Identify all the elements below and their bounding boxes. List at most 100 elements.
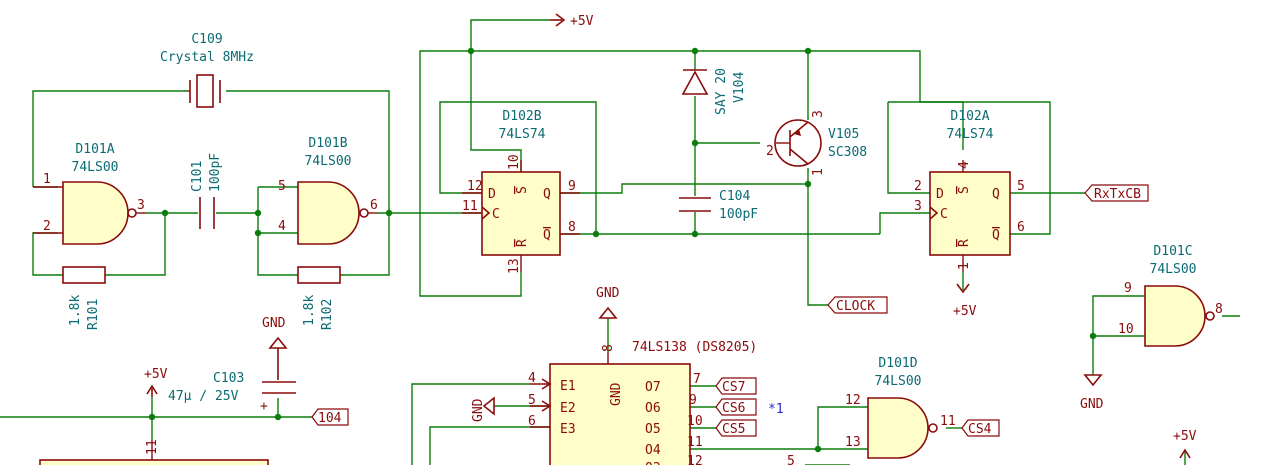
- v105-ref: V105: [828, 127, 859, 142]
- capacitor-c104: C104 100pF: [679, 189, 758, 222]
- pin-name-c: C: [940, 207, 948, 222]
- ic-stub-bottom-left: 11: [39, 439, 269, 465]
- pin-label: 2: [766, 144, 774, 159]
- pin-label: 8: [1215, 302, 1223, 317]
- flipflop-d102a: D102A 74LS74 D C S R Q Q 2 3 4 1 5 6: [914, 109, 1025, 272]
- pin-name-o4: O4: [645, 443, 661, 458]
- pin-label: 6: [1017, 220, 1025, 235]
- pin-label: 5: [278, 179, 286, 194]
- pin-name-qbar: Q: [543, 228, 551, 243]
- d101a-ref: D101A: [75, 142, 114, 157]
- pin-name-e1: E1: [560, 379, 576, 394]
- gate-d101d: D101D 74LS00 12 13 11: [845, 356, 956, 459]
- vcc-label-top: +5V: [570, 14, 594, 29]
- c101-value: 100pF: [208, 153, 223, 192]
- d102b-ref: D102B: [502, 109, 541, 124]
- c103-ref: C103: [213, 371, 244, 386]
- pin-label: 12: [467, 179, 483, 194]
- c101-ref: C101: [190, 161, 205, 192]
- c104-value: 100pF: [719, 207, 758, 222]
- wires: [0, 19, 1240, 465]
- pin-label: 5: [787, 454, 795, 465]
- pin-label: 4: [957, 161, 972, 169]
- pin-name-c: C: [492, 207, 500, 222]
- pin-name-q: Q: [992, 187, 1000, 202]
- v104-value: V104: [732, 72, 747, 103]
- vcc-label-c103: +5V: [144, 367, 168, 382]
- pin-name-o3: O3: [645, 461, 661, 465]
- pin-name-r: R: [957, 239, 972, 247]
- c109-ref: C109: [191, 32, 222, 47]
- junction-dots: [148, 47, 1097, 453]
- pin-label: 4: [528, 371, 536, 386]
- d101b-value: 74LS00: [305, 154, 352, 169]
- d102b-value: 74LS74: [499, 127, 546, 142]
- pin-label: 12: [845, 393, 861, 408]
- r102-ref: 1.8k: [302, 295, 317, 326]
- c103-value: 47µ / 25V: [168, 389, 239, 404]
- pin-label: 6: [528, 414, 536, 429]
- pin-label: 13: [507, 258, 522, 274]
- pin-name-e3: E3: [560, 422, 576, 437]
- resistor-r101: 1.8k R101: [62, 266, 106, 330]
- gate-d101a: D101A 74LS00 1 2 3: [33, 142, 146, 245]
- d101a-value: 74LS00: [72, 160, 119, 175]
- d101d-value: 74LS00: [875, 374, 922, 389]
- decoder-74ls138: 74LS138 (DS8205) E1 E2 E3 GND O7 O6 O5 O…: [528, 340, 795, 465]
- pin-name-e2: E2: [560, 401, 576, 416]
- pin-name-qbar: Q: [992, 228, 1000, 243]
- pin-label: 11: [687, 435, 703, 450]
- vcc-label-bottom-right: +5V: [1173, 429, 1197, 444]
- pin-label: 3: [811, 110, 826, 118]
- r101-value: R101: [86, 299, 101, 330]
- pin-label: 1: [43, 172, 51, 187]
- gnd-label-decoder: GND: [596, 286, 620, 301]
- pin-label: 5: [1017, 179, 1025, 194]
- pin-name-o5: O5: [645, 422, 661, 437]
- pin-name-o7: O7: [645, 380, 661, 395]
- decoder-title: 74LS138 (DS8205): [632, 340, 757, 355]
- net-cs5: CS5: [722, 422, 745, 437]
- c104-ref: C104: [719, 189, 750, 204]
- d101d-ref: D101D: [878, 356, 917, 371]
- capacitor-c101: C101 100pF: [190, 153, 223, 229]
- pin-label: 13: [845, 435, 861, 450]
- pin-label: 11: [940, 414, 956, 429]
- svg-text:+: +: [260, 399, 268, 414]
- gnd-label-c103: GND: [262, 316, 286, 331]
- net-104: 104: [318, 411, 342, 426]
- pin-name-s: S: [515, 186, 530, 194]
- net-clock: CLOCK: [836, 299, 875, 314]
- transistor-v105: 2 3 1 V105 SC308: [766, 110, 867, 176]
- net-cs6: CS6: [722, 401, 745, 416]
- power-symbols: +5V +5V GND GND +5V GND GND +5V: [144, 13, 1197, 459]
- capacitor-c103: + C103 47µ / 25V: [168, 360, 296, 414]
- d102a-ref: D102A: [950, 109, 989, 124]
- pin-label: 6: [370, 198, 378, 213]
- gnd-label-e2: GND: [471, 398, 486, 422]
- c109-value: Crystal 8MHz: [160, 50, 254, 65]
- pin-label: 10: [507, 154, 522, 170]
- d102a-value: 74LS74: [947, 127, 994, 142]
- d101b-ref: D101B: [308, 136, 347, 151]
- r102-value: R102: [320, 299, 335, 330]
- pin-name-d: D: [488, 187, 496, 202]
- pin-label: 11: [462, 199, 478, 214]
- v104-ref: SAY 20: [714, 68, 729, 115]
- pin-label: 9: [568, 179, 576, 194]
- pin-label: 9: [689, 393, 697, 408]
- pin-label: 3: [914, 199, 922, 214]
- resistor-r102: 1.8k R102: [297, 266, 341, 330]
- pin-label: 2: [43, 219, 51, 234]
- gate-d101c: D101C 74LS00 9 10 8: [1118, 244, 1223, 347]
- pin-label: 10: [1118, 322, 1134, 337]
- pin-label: 12: [687, 454, 703, 465]
- pin-name-o6: O6: [645, 401, 661, 416]
- flipflop-d102b: D102B 74LS74 D C S R Q Q 12 11 10 13 9 8: [462, 109, 580, 274]
- pin-label: 11: [145, 439, 160, 455]
- pin-label: 7: [693, 372, 701, 387]
- pin-label: 4: [278, 219, 286, 234]
- pin-label: 9: [1124, 281, 1132, 296]
- d101c-ref: D101C: [1153, 244, 1192, 259]
